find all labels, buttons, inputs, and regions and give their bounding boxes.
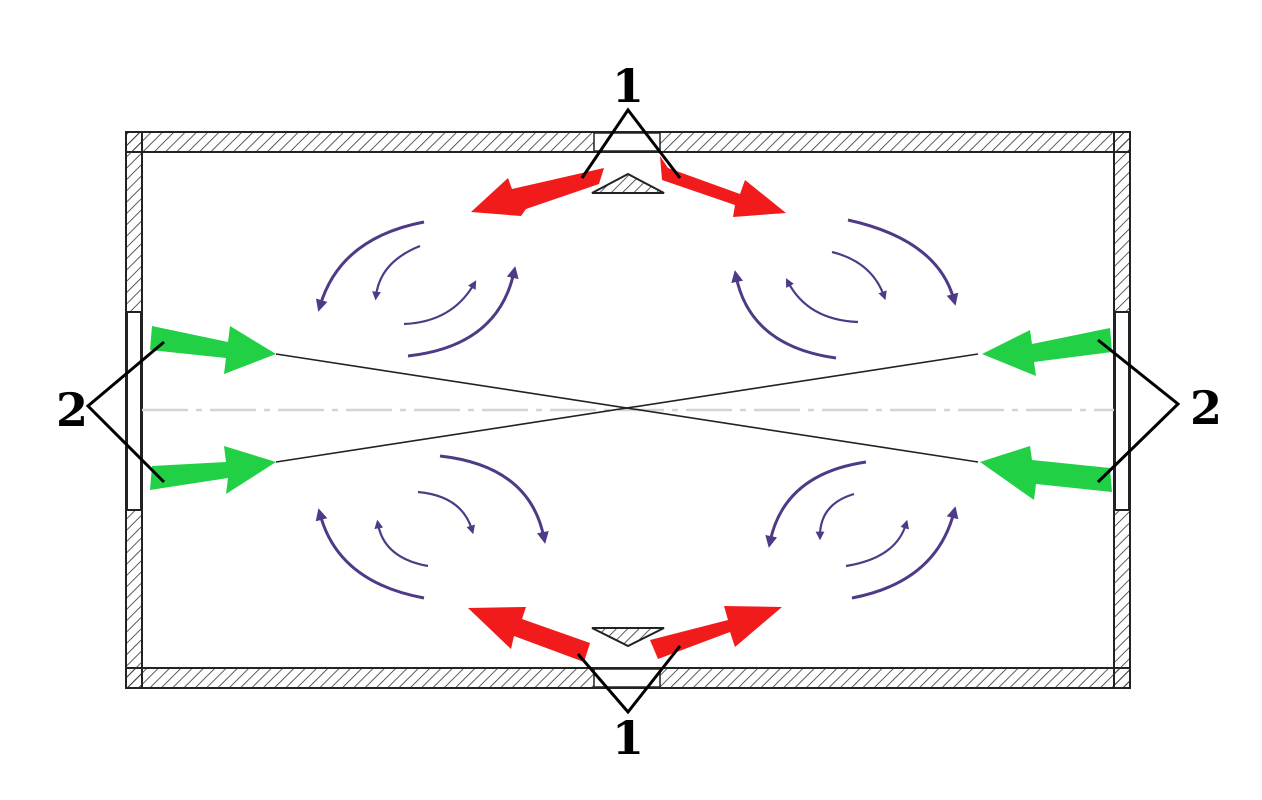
vortex-tr-outer: [847, 218, 959, 306]
leader-top: [580, 107, 682, 179]
side-jet-right-upper: [982, 328, 1112, 376]
vortex-tl-outer: [315, 220, 425, 312]
vortex-tr-mid: [831, 250, 887, 301]
vortex-bl-mid: [374, 519, 429, 568]
vortex-bl-outer: [315, 508, 425, 600]
vortex-tr-lower: [731, 270, 837, 360]
label-bottom: 1: [612, 711, 644, 765]
vortex-br-mid: [845, 519, 909, 568]
vortex-tl-mid: [372, 244, 421, 301]
ceiling-jet-bottom-right: [650, 606, 782, 659]
side-jet-left-upper: [150, 326, 276, 374]
ceiling-jet-top-right: [660, 156, 786, 217]
vortex-bl-upper: [439, 454, 549, 544]
bottom-nozzle: [591, 627, 665, 648]
vortex-br-upper: [765, 460, 867, 548]
right-inlet-opening: [1114, 311, 1130, 511]
callout-leaders: [85, 107, 1181, 715]
side-jets: [150, 326, 1112, 500]
leader-bottom: [576, 645, 682, 715]
vortex-br-inner: [815, 492, 855, 541]
label-right: 2: [1190, 381, 1222, 435]
leader-right: [1096, 338, 1181, 484]
bottom-nozzle-opening: [593, 668, 661, 688]
side-jet-left-lower: [150, 446, 276, 494]
vortex-tr-inner: [785, 278, 859, 324]
ceiling-jets: [468, 156, 786, 662]
circulation-arrows: [315, 218, 959, 600]
crossing-jet-lines: [275, 353, 979, 463]
vortex-tl-inner: [403, 280, 477, 326]
ceiling-jet-top-left: [471, 168, 604, 216]
top-nozzle: [591, 172, 665, 194]
label-top: 1: [612, 59, 644, 113]
cross-line-b: [275, 353, 979, 463]
vortex-tl-lower: [407, 266, 519, 358]
label-left: 2: [56, 383, 88, 437]
ceiling-jet-bottom-left: [468, 607, 590, 662]
vortex-bl-inner: [417, 490, 475, 535]
leader-left: [85, 340, 166, 484]
side-jet-right-lower: [980, 446, 1112, 500]
left-inlet-opening: [126, 311, 142, 511]
vortex-br-outer: [851, 506, 959, 600]
